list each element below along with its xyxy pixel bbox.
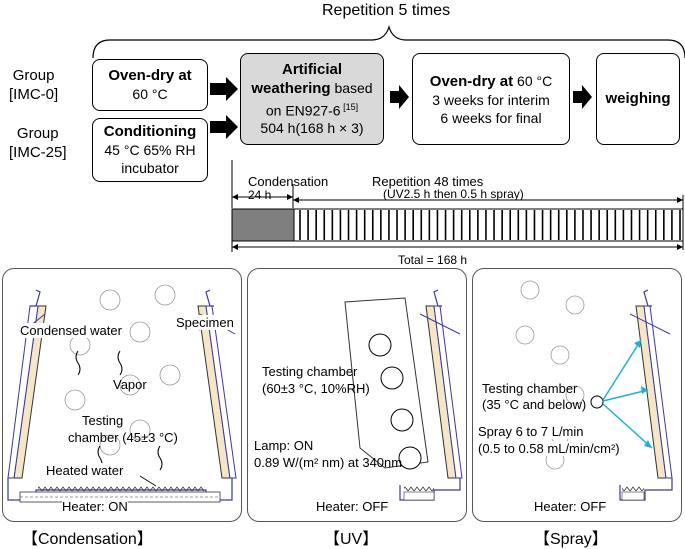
group-imc25-label: Group[IMC-25] [9, 125, 67, 161]
conditioning-box: Conditioning 45 °C 65% RH incubator [92, 118, 208, 182]
arrow-4 [573, 85, 592, 109]
spray-chamber-label: Testing chamber [482, 381, 578, 396]
uv-chamber-cond: (60±3 °C, 10%RH) [262, 381, 370, 396]
timeline-cond-hours: 24 h [248, 188, 272, 202]
irradiance-label: 0.89 W/(m² nm) at 340nm [254, 455, 403, 470]
condensation-chamber [7, 284, 237, 503]
specimen-label: Specimen [176, 315, 234, 330]
timeline-total-label: Total = 168 h [398, 253, 468, 267]
vapor-label: Vapor [113, 377, 147, 392]
condensation-caption: 【Condensation】 [22, 531, 153, 548]
repetition-brace [92, 24, 685, 59]
spray-caption: 【Spray】 [534, 531, 608, 548]
uv-chamber [344, 289, 463, 501]
spray-rate-label: Spray 6 to 7 L/min [478, 424, 584, 439]
cycle-segment [293, 208, 684, 242]
ovendry-box-1: Oven-dry at 60 °C [92, 59, 208, 111]
weighing-box: weighing [596, 53, 680, 145]
spray-heater-label: Heater: OFF [534, 499, 607, 514]
timeline-cycle-label: (UV2.5 h then 0.5 h spray) [383, 187, 524, 201]
uv-caption: 【UV】 [324, 531, 379, 548]
lamp-4 [398, 446, 422, 470]
arrow-3 [390, 85, 409, 109]
weathering-box: Artificial weathering based on EN927-6 [… [240, 53, 384, 145]
spray-chamber [515, 280, 673, 501]
ovendry-box-2: Oven-dry at 60 °C 3 weeks for interim 6 … [412, 53, 570, 145]
lamp-1 [368, 333, 392, 357]
arrow-1 [210, 77, 238, 101]
uv-chamber-label: Testing chamber [262, 364, 358, 379]
spray-chamber-cond: (35 °C and below) [482, 397, 587, 412]
heated-water-label: Heated water [46, 463, 124, 478]
lamp-2 [380, 366, 404, 390]
condensation-chamber-label: Testing [82, 413, 124, 428]
condensation-chamber-label-2: chamber (45±3 °C) [68, 430, 178, 445]
timeline-repetition-label: Repetition 48 times [372, 174, 484, 189]
lamp-3 [390, 408, 414, 432]
spray-rate-area-label: (0.5 to 0.58 mL/min/cm²) [478, 441, 620, 456]
spray-nozzle [590, 395, 604, 409]
group-imc0-label: Group[IMC-0] [9, 67, 59, 103]
arrow-2 [210, 115, 238, 139]
repetition-title: Repetition 5 times [322, 2, 451, 19]
lamp-label: Lamp: ON [254, 438, 314, 453]
condensed-water-label: Condensed water [20, 323, 122, 338]
cycle-ticks [299, 210, 681, 240]
heater-on-label: Heater: ON [62, 499, 128, 514]
condensation-segment [231, 208, 295, 242]
timeline-condensation-label: Condensation [248, 174, 329, 189]
uv-heater-label: Heater: OFF [316, 499, 389, 514]
